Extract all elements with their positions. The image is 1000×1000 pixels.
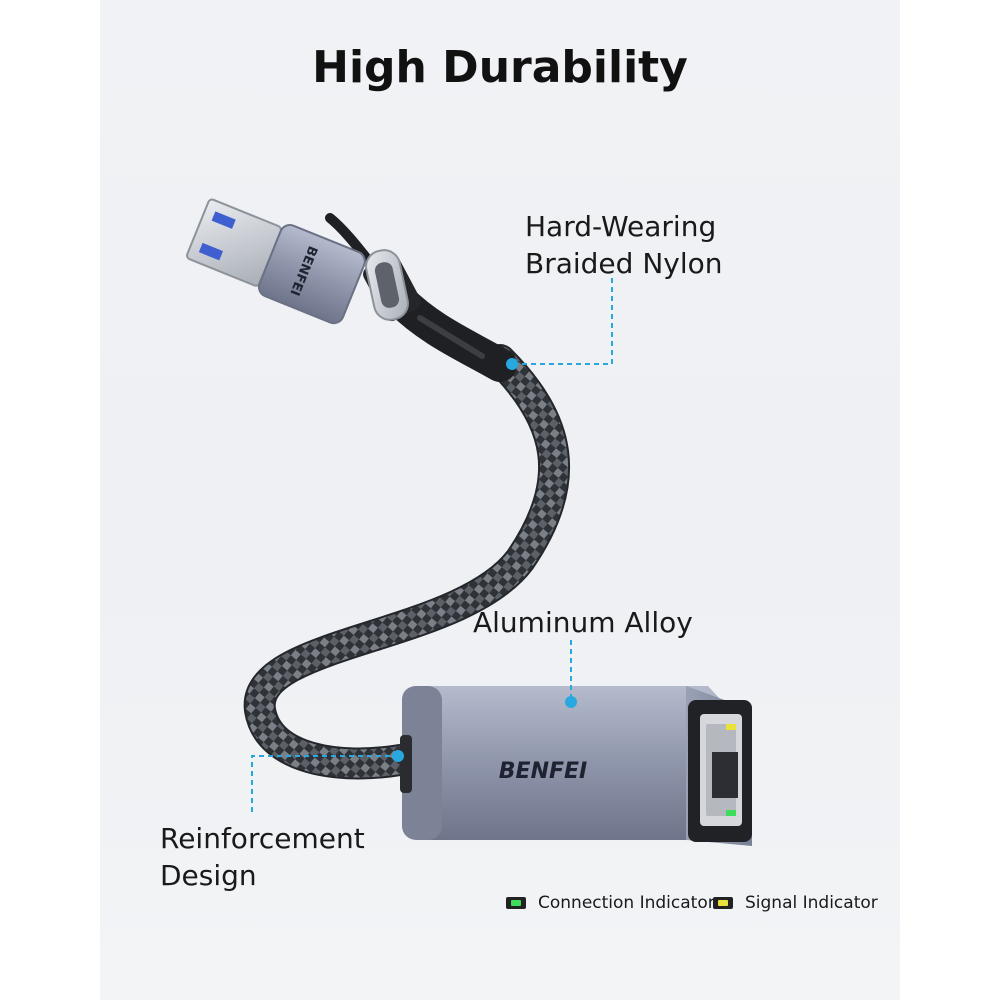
legend-signal-label: Signal Indicator [745, 893, 878, 913]
callout-dots [392, 358, 577, 762]
callout-nylon: Hard-Wearing Braided Nylon [525, 208, 723, 282]
legend-connection: Connection Indicator [506, 893, 715, 913]
adapter-brand: BENFEI [499, 759, 587, 784]
legend-signal: Signal Indicator [713, 893, 878, 913]
usb-c-plug [363, 249, 421, 322]
callout-dot-nylon [506, 358, 518, 370]
page-title: High Durability [312, 42, 688, 93]
callout-nylon-line2: Braided Nylon [525, 247, 723, 280]
callout-line-reinforcement [251, 755, 398, 812]
usb-a-plug: BENFEI [186, 198, 366, 325]
callout-alloy-line1: Aluminum Alloy [473, 606, 693, 639]
callout-lines [251, 278, 613, 812]
signal-indicator-icon [713, 897, 733, 909]
connection-indicator-icon [506, 897, 526, 909]
callout-dot-alloy [565, 696, 577, 708]
ethernet-adapter: BENFEI [400, 686, 752, 846]
callout-reinforcement: Reinforcement Design [160, 820, 365, 894]
callout-reinforcement-line1: Reinforcement [160, 822, 365, 855]
callout-alloy: Aluminum Alloy [473, 604, 693, 641]
callout-nylon-line1: Hard-Wearing [525, 210, 717, 243]
legend-connection-label: Connection Indicator [538, 893, 715, 913]
callout-reinforcement-line2: Design [160, 859, 257, 892]
braided-cable [243, 344, 571, 780]
callout-line-nylon [512, 278, 613, 365]
callout-dot-reinforcement [392, 750, 404, 762]
